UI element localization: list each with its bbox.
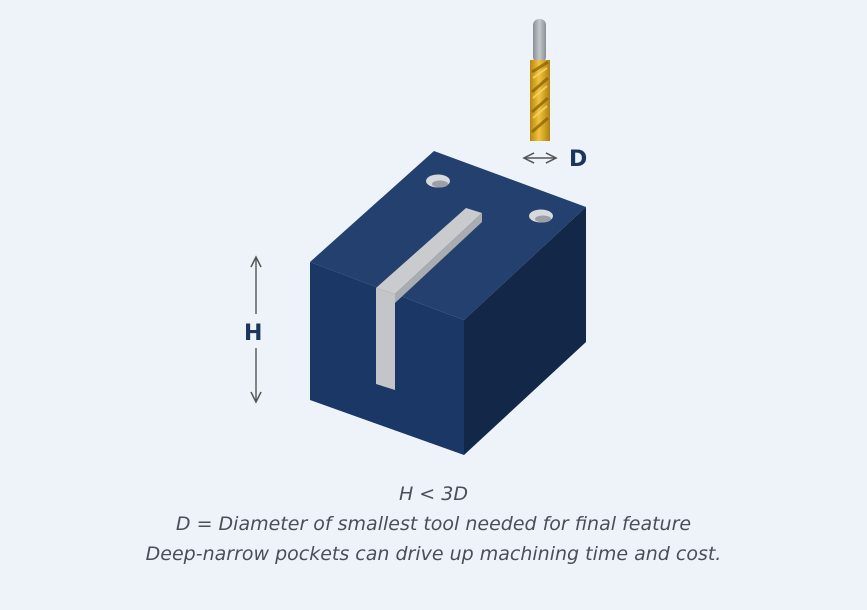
tool-helix xyxy=(531,60,549,134)
top-holes xyxy=(426,174,553,223)
pocket-inner-shade xyxy=(395,213,482,303)
diameter-label: D xyxy=(569,147,587,172)
hole-left-inner xyxy=(432,180,448,188)
hole-right-inner xyxy=(535,215,551,223)
caption-definition: D = Diameter of smallest tool needed for… xyxy=(175,513,692,535)
block-side-face xyxy=(464,207,586,455)
caption-rule: H < 3D xyxy=(398,483,468,505)
height-label: H xyxy=(244,321,262,346)
tool-helix-highlight xyxy=(532,67,548,119)
end-mill-icon xyxy=(530,19,550,141)
pocket-floor xyxy=(376,208,482,294)
tool-shank xyxy=(533,19,546,63)
narrow-pocket xyxy=(376,208,482,390)
caption-note: Deep-narrow pockets can drive up machini… xyxy=(145,543,722,565)
workpiece-block xyxy=(310,151,586,455)
pocket-wall xyxy=(376,288,395,390)
height-label-bg xyxy=(242,314,270,348)
